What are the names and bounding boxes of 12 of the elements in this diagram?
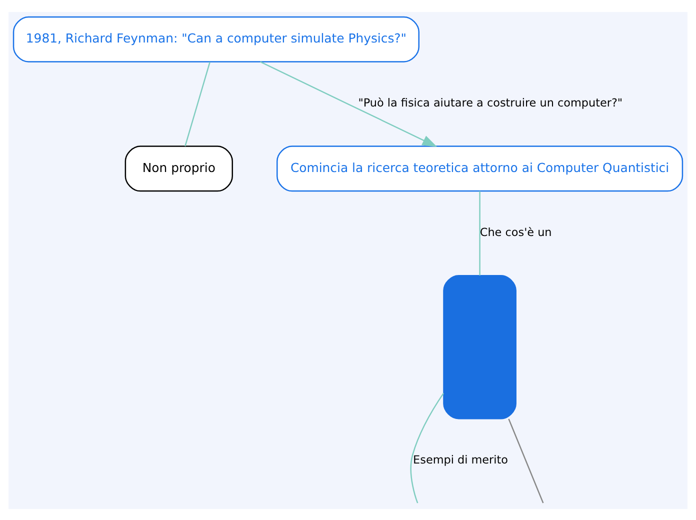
- edge-label: Che cos'è un: [480, 226, 552, 239]
- connector: [508, 418, 544, 503]
- edge-label: Esempi di merito: [413, 453, 508, 466]
- connector: [184, 61, 210, 146]
- connector: [410, 392, 444, 503]
- node-box: [443, 274, 516, 419]
- node-box: Comincia la ricerca teoretica attorno ai Computer Quantistici: [276, 145, 684, 192]
- edge-label: "Può la fisica aiutare a costruire un computer?": [358, 96, 623, 110]
- node-box: 1981, Richard Feynman: "Can a computer simulate Physics?": [12, 16, 420, 62]
- arrow: [260, 60, 438, 146]
- node-box: Non proprio: [124, 145, 233, 192]
- connector: [479, 190, 480, 275]
